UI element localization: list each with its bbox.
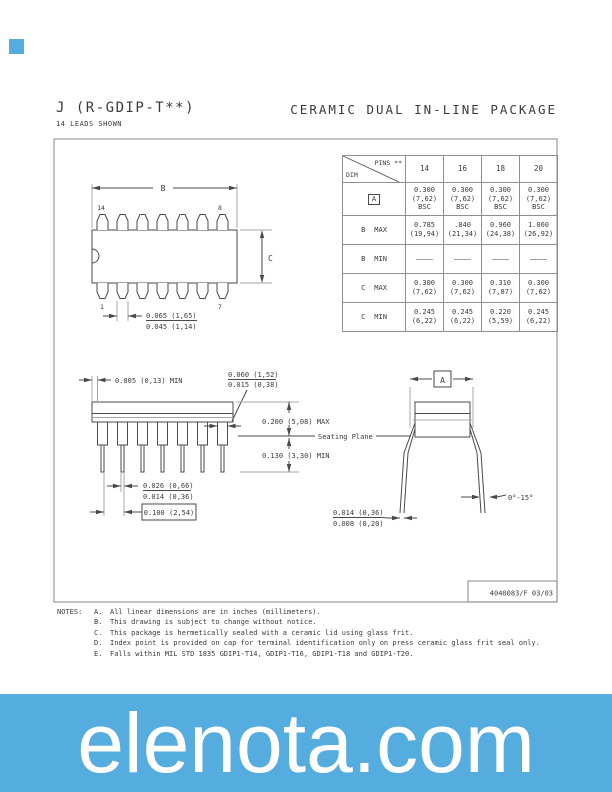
dim-label-end-clearance: 0.005 (0,13) MIN xyxy=(115,377,182,385)
package-code-title: J (R-GDIP-T**) xyxy=(56,100,196,116)
seating-plane-label: Seating Plane xyxy=(318,433,373,441)
pin-number-1: 1 xyxy=(100,303,104,311)
table-row: A 0.300(7,62)BSC 0.300(7,62)BSC 0.300(7,… xyxy=(342,182,558,216)
dim-label-c: C xyxy=(268,254,273,263)
title-block: 4040083/F 03/03 xyxy=(467,580,558,603)
dim-label-lead-thickness-min: 0.008 (0,20) xyxy=(333,520,384,528)
dim-header: DIM xyxy=(346,171,358,180)
top-view-drawing: B 14 8 1 7 xyxy=(83,184,273,331)
table-corner-cell: PINS ** DIM xyxy=(342,155,406,183)
document-number: 4040083/F 03/03 xyxy=(490,590,553,598)
end-view-drawing: A 0°-15° 0.014 (0,36) 0.008 (0,20) xyxy=(333,370,533,528)
index-notch-icon xyxy=(83,247,92,265)
diagonal-divider-icon xyxy=(343,156,400,182)
leads-shown-label: 14 LEADS SHOWN xyxy=(56,120,123,128)
watermark-banner: elenota.com xyxy=(0,694,612,792)
note-item: D. Index point is provided on cap for te… xyxy=(94,639,540,648)
notes-label: NOTES: xyxy=(57,608,83,616)
page-title: CERAMIC DUAL IN-LINE PACKAGE xyxy=(290,102,557,117)
dim-label-body-height: 0.200 (5,08) MAX xyxy=(262,418,330,426)
dim-label-lead-angle: 0°-15° xyxy=(508,494,533,502)
dim-label-lead-pitch: 0.100 (2,54) xyxy=(144,509,195,517)
column-header-14: 14 xyxy=(405,155,444,183)
dim-label-lead-below-seating: 0.130 (3,30) MIN xyxy=(262,452,329,460)
watermark-text: elenota.com xyxy=(77,696,535,790)
column-header-20: 20 xyxy=(519,155,558,183)
corner-watermark-icon xyxy=(9,39,24,54)
column-header-18: 18 xyxy=(481,155,520,183)
dim-label-tip-width-min: 0.014 (0,36) xyxy=(143,493,194,501)
dim-label-lead-width-min: 0.045 (1,14) xyxy=(146,323,197,331)
row-label-a: A xyxy=(367,193,381,205)
pin-number-7: 7 xyxy=(218,303,222,311)
pin-number-14: 14 xyxy=(97,204,105,212)
dim-label-lead-width-max: 0.065 (1,65) xyxy=(146,312,197,320)
pin-number-8: 8 xyxy=(218,204,222,212)
note-item: E. Falls within MIL STD 1835 GDIP1-T14, … xyxy=(94,649,414,658)
dim-label-b: B xyxy=(161,184,166,193)
dim-label-tip-width-max: 0.026 (0,66) xyxy=(143,482,194,490)
dim-label-shoulder-width-min: 0.015 (0,38) xyxy=(228,381,279,389)
pins-header: PINS ** xyxy=(374,159,402,167)
note-item: C. This package is hermetically sealed w… xyxy=(94,628,414,637)
dim-label-lead-thickness-max: 0.014 (0,36) xyxy=(333,509,384,517)
side-view-drawing: 0.005 (0,13) MIN 0.060 (1,52) 0.015 (0,3… xyxy=(79,371,411,521)
dimension-table: PINS ** DIM 14 16 18 20 A 0.300(7,62)BSC… xyxy=(342,155,558,332)
notes-section: NOTES: A. All linear dimensions are in i… xyxy=(57,607,540,659)
note-item: NOTES: A. All linear dimensions are in i… xyxy=(57,608,321,616)
drawing-frame xyxy=(53,138,558,603)
dim-label-shoulder-width-max: 0.060 (1,52) xyxy=(228,371,279,379)
column-header-16: 16 xyxy=(443,155,482,183)
dim-label-a: A xyxy=(440,376,445,385)
note-item: B. This drawing is subject to change wit… xyxy=(94,618,317,627)
